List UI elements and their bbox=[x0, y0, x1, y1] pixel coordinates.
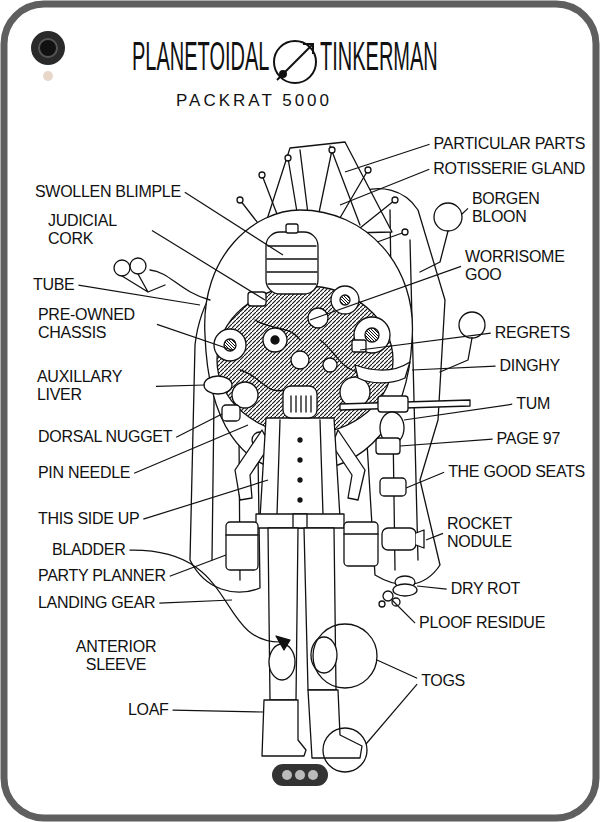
leader-line bbox=[366, 684, 417, 744]
leader-line bbox=[392, 600, 415, 623]
leader-line bbox=[412, 366, 496, 370]
leader-line bbox=[78, 285, 200, 305]
part-label: ROTISSERIE GLAND bbox=[433, 160, 585, 178]
part-label: PLOOF RESIDUE bbox=[419, 614, 545, 632]
leader-line bbox=[426, 533, 443, 540]
part-label: PARTICULAR PARTS bbox=[434, 135, 585, 153]
leader-line bbox=[417, 586, 447, 589]
part-label: BLADDER bbox=[52, 541, 125, 559]
leader-line bbox=[170, 555, 226, 576]
part-label: BORGEN BLOON bbox=[472, 190, 560, 227]
part-label: TUM bbox=[516, 395, 550, 413]
part-label: AUXILLARY LIVER bbox=[37, 368, 152, 405]
leader-line bbox=[406, 472, 444, 488]
part-label: THIS SIDE UP bbox=[38, 510, 139, 528]
part-label: ROCKET NODULE bbox=[447, 515, 535, 552]
leader-line bbox=[404, 404, 512, 420]
leader-line bbox=[143, 480, 268, 519]
part-label: LANDING GEAR bbox=[38, 594, 155, 612]
leader-line bbox=[173, 710, 264, 712]
part-label: JUDICIAL CORK bbox=[48, 212, 148, 249]
tablet-frame bbox=[4, 4, 596, 818]
title-text: TINKERMAN bbox=[320, 36, 438, 76]
part-label: ANTERIOR SLEEVE bbox=[62, 638, 170, 675]
logo bbox=[274, 41, 316, 83]
part-label: WORRISOME GOO bbox=[465, 248, 575, 285]
leader-line bbox=[176, 414, 222, 437]
part-label: PARTY PLANNER bbox=[38, 567, 166, 585]
part-label: THE GOOD SEATS bbox=[448, 463, 585, 481]
leader-line bbox=[400, 439, 493, 446]
leader-line bbox=[340, 169, 429, 205]
part-label: DRY ROT bbox=[451, 580, 520, 598]
model-name: PACKRAT 5000 bbox=[176, 92, 332, 109]
leader-line bbox=[377, 660, 417, 678]
leader-line bbox=[185, 192, 283, 255]
part-label: PAGE 97 bbox=[497, 430, 560, 448]
tinkerman-figure bbox=[114, 142, 485, 772]
part-label: SWOLLEN BLIMPLE bbox=[35, 183, 181, 201]
leader-line bbox=[310, 266, 461, 320]
part-label: REGRETS bbox=[495, 324, 570, 342]
title-text: PLANETOIDAL bbox=[132, 36, 269, 76]
part-label: TOGS bbox=[421, 672, 465, 690]
leader-line bbox=[152, 230, 265, 300]
leader-line bbox=[360, 333, 491, 350]
leader-line bbox=[345, 144, 430, 172]
leader-line bbox=[462, 208, 468, 214]
part-label: PIN NEEDLE bbox=[38, 464, 130, 482]
part-label: DINGHY bbox=[500, 357, 560, 375]
leader-line bbox=[159, 600, 232, 603]
part-label: DORSAL NUGGET bbox=[38, 428, 172, 446]
part-label: PRE-OWNED CHASSIS bbox=[38, 306, 153, 343]
leader-line bbox=[157, 324, 232, 350]
part-label: TUBE bbox=[33, 276, 74, 294]
part-label: LOAF bbox=[128, 701, 169, 719]
leader-line bbox=[156, 385, 205, 386]
